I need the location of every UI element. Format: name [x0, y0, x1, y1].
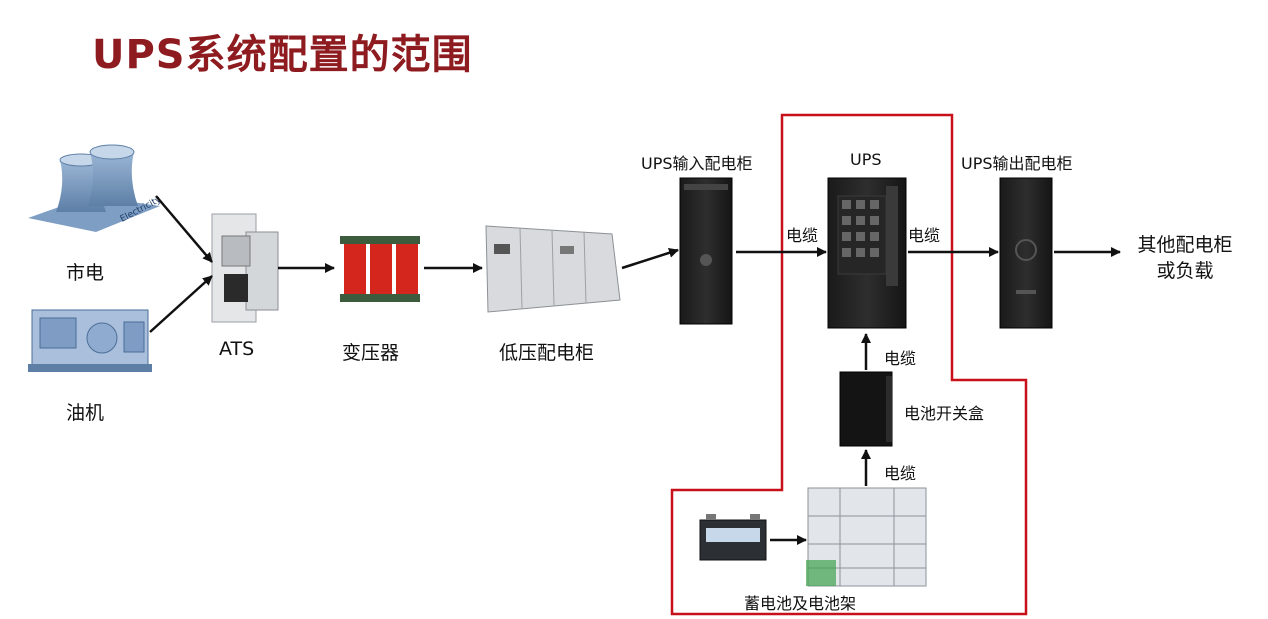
ups-input-cabinet-icon: [679, 177, 733, 325]
ups-icon: [827, 177, 907, 329]
label-grid: 市电: [66, 262, 105, 284]
label-ups-input-cabinet: UPS输入配电柜: [641, 154, 753, 173]
arrow-lv-to-ups-input: [621, 247, 679, 270]
label-transformer: 变压器: [342, 342, 400, 364]
label-cable-switchbox: 电缆: [884, 349, 917, 368]
ups-scope-boundary: [670, 113, 1028, 616]
label-ups-output-cabinet: UPS输出配电柜: [961, 154, 1073, 173]
label-load-line2: 或负载: [1156, 260, 1214, 282]
label-cable-output: 电缆: [908, 226, 941, 245]
page-title: UPS系统配置的范围: [92, 32, 473, 78]
label-cable-rack: 电缆: [884, 464, 917, 483]
lv-cabinet-icon: [485, 225, 621, 313]
label-generator: 油机: [66, 402, 105, 424]
label-ups: UPS: [850, 150, 882, 169]
ats-icon: [211, 213, 279, 323]
battery-switch-box-icon: [839, 371, 893, 447]
label-load-line1: 其他配电柜: [1137, 234, 1233, 256]
label-ats: ATS: [219, 338, 255, 360]
flow-arrows: [149, 195, 1121, 545]
label-battery-switch-box: 电池开关盒: [904, 404, 985, 423]
arrow-grid-to-ats: [155, 195, 213, 263]
grid-plant-icon: Electricity: [28, 144, 163, 232]
transformer-icon: [340, 236, 420, 302]
battery-rack-icon: [806, 487, 927, 587]
arrow-generator-to-ats: [149, 275, 213, 333]
generator-icon: [28, 309, 152, 372]
ups-output-cabinet-icon: [999, 177, 1053, 329]
battery-icon: [699, 514, 767, 561]
label-cable-input: 电缆: [786, 226, 819, 245]
label-lv-cabinet: 低压配电柜: [499, 342, 595, 364]
label-battery-rack: 蓄电池及电池架: [744, 594, 857, 613]
